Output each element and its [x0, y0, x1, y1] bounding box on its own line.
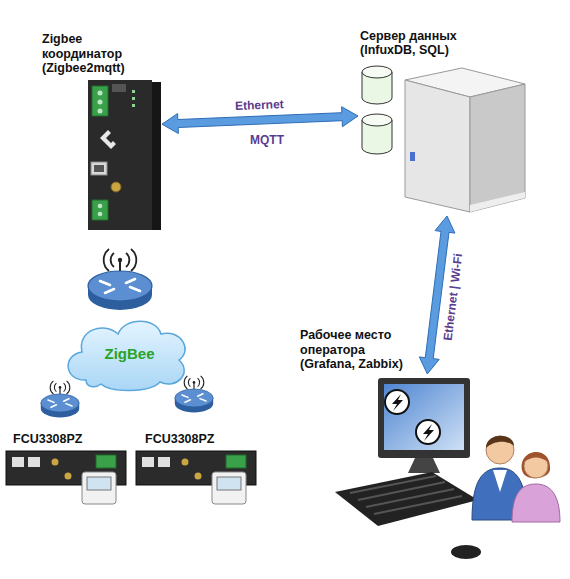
node-heading: Zigbee координатор (Zigbee2mqtt): [42, 32, 144, 76]
fcu-device: [136, 451, 256, 504]
router-symbol: [175, 376, 213, 413]
node-heading: Рабочее место оператора (Grafana, Zabbix…: [300, 328, 406, 372]
server-node: Сервер данных (InfuxDB, SQL): [358, 64, 528, 216]
radio-waves: [104, 249, 137, 271]
fcu-device: [6, 451, 126, 504]
protocol-label: MQTT: [250, 133, 284, 147]
keyboard: [335, 472, 481, 559]
node-heading: FCU3308PZ: [13, 432, 123, 447]
edge-label: Ethernet: [235, 97, 284, 113]
server-tower: [405, 68, 525, 212]
fcu-node: FCU3308PZ: [5, 450, 127, 490]
people: [472, 436, 560, 522]
edge-label: Ethernet | Wi-Fi: [441, 252, 466, 341]
database-symbol: [362, 66, 392, 154]
workstation-node: Рабочее место оператора (Grafana, Zabbix…: [375, 374, 472, 474]
fcu-node: FCU3308PZ: [135, 450, 257, 490]
monitor: [378, 378, 470, 473]
node-heading: FCU3308PZ: [145, 432, 255, 447]
coordinator-device: [88, 80, 161, 230]
router-symbol: [88, 271, 152, 310]
router-symbol: [41, 381, 79, 418]
cloud-node: ZigBee: [72, 318, 187, 388]
node-heading: Сервер данных (InfuxDB, SQL): [360, 29, 492, 58]
cloud-label: ZigBee: [72, 318, 187, 388]
coordinator-node: Zigbee координатор (Zigbee2mqtt): [86, 78, 162, 232]
